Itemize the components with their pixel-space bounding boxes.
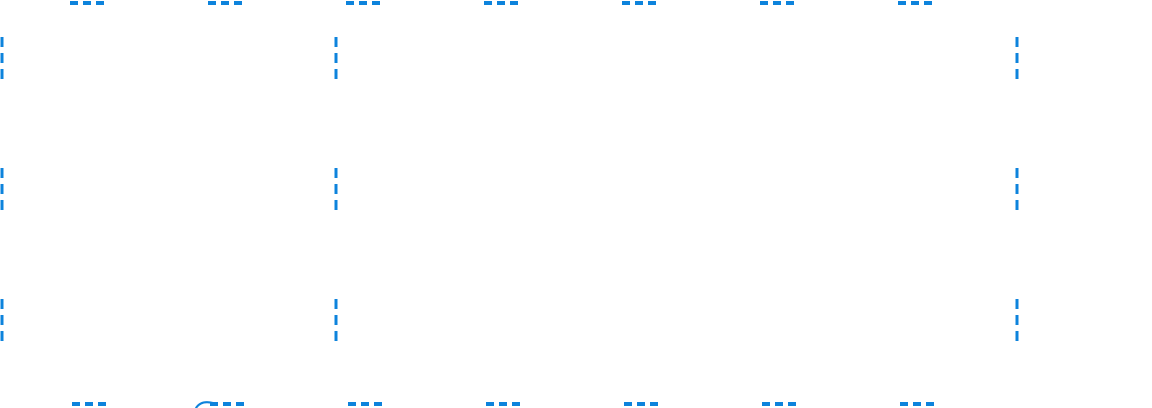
ink-artifact-curve xyxy=(195,401,214,408)
